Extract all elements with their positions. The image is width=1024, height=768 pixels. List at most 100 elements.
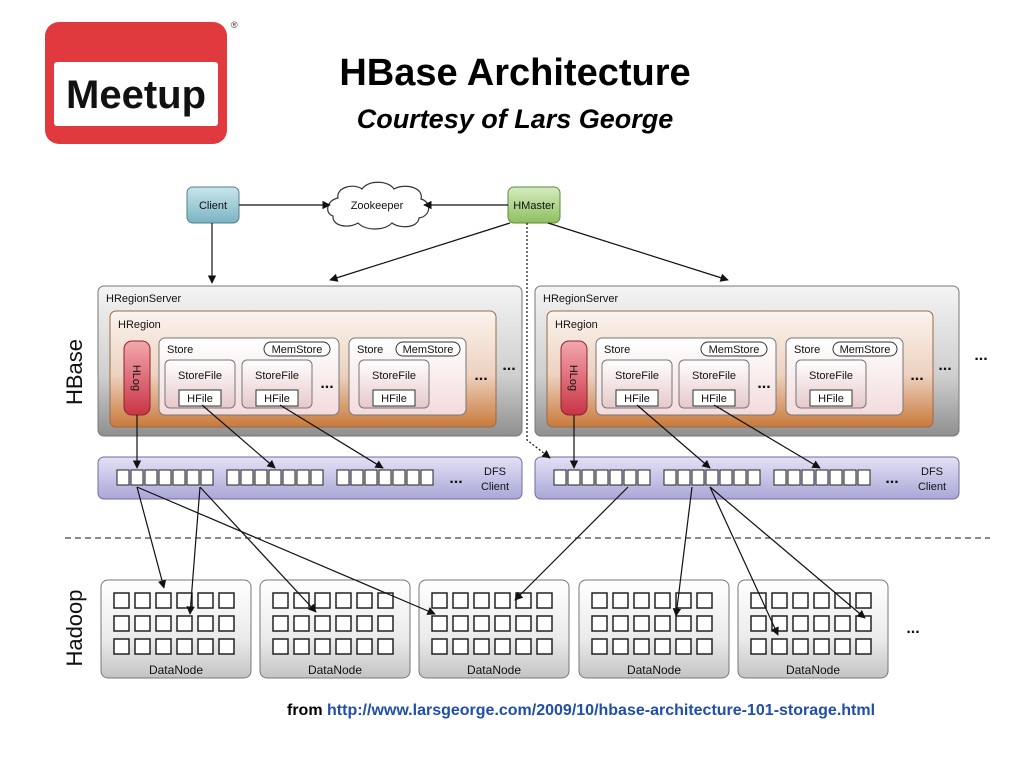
datanode-label: DataNode — [786, 663, 840, 677]
data-block — [314, 615, 331, 632]
dfs-block — [392, 469, 406, 486]
arrow-dfs-datanode — [709, 486, 866, 619]
hfile-label: HFile — [264, 393, 290, 405]
hmaster-label: HMaster — [513, 200, 555, 212]
store: Store MemStore StoreFile HFile StoreFile… — [595, 337, 777, 416]
dfs-block — [829, 469, 843, 486]
dfs-block — [254, 469, 268, 486]
hmaster-node[interactable]: HMaster — [507, 186, 561, 224]
hregion-label: HRegion — [555, 319, 598, 331]
datanode-label: DataNode — [308, 663, 362, 677]
data-block — [431, 592, 448, 609]
arrow-hfile-dfs — [279, 404, 384, 469]
data-block — [536, 615, 553, 632]
dfs-block — [130, 469, 144, 486]
data-block — [834, 615, 851, 632]
storefile-label: StoreFile — [615, 370, 659, 382]
data-block — [855, 592, 872, 609]
data-block — [696, 592, 713, 609]
storefile-label: StoreFile — [255, 370, 299, 382]
arrow-dfs-datanode — [709, 486, 779, 636]
store: Store MemStore StoreFile HFile — [348, 337, 467, 416]
dfs-block — [144, 469, 158, 486]
dfs-block — [186, 469, 200, 486]
storefile-label: StoreFile — [809, 370, 853, 382]
arrow-dfs-datanode — [186, 486, 201, 615]
arrow-dfs-datanode — [199, 486, 317, 613]
dfs-block — [801, 469, 815, 486]
data-block — [431, 615, 448, 632]
data-block — [633, 592, 650, 609]
dfs-block — [420, 469, 434, 486]
data-block — [452, 615, 469, 632]
dfs-block — [733, 469, 747, 486]
ellipsis-label: ... — [757, 375, 770, 392]
data-block — [654, 638, 671, 655]
datanode[interactable]: DataNode — [737, 579, 889, 679]
data-block — [591, 638, 608, 655]
data-block — [654, 592, 671, 609]
dotted-hmaster-dfs — [526, 223, 551, 459]
region-server-2: HRegionServer HRegion HLog Store MemStor… — [534, 285, 960, 437]
data-block — [134, 638, 151, 655]
data-block — [750, 592, 767, 609]
dfs-block — [350, 469, 364, 486]
dfs-client-label-line1: DFS — [484, 466, 506, 478]
arrow-hmaster-regionserver-1 — [329, 222, 511, 282]
data-block — [633, 638, 650, 655]
data-block — [494, 615, 511, 632]
data-block — [813, 638, 830, 655]
data-block — [813, 615, 830, 632]
ellipsis-label: ... — [320, 375, 333, 392]
credit-link[interactable]: http://www.larsgeorge.com/2009/10/hbase-… — [327, 702, 876, 719]
arrow-hmaster-regionserver-2 — [547, 222, 729, 282]
dfs-block — [172, 469, 186, 486]
dfs-block — [581, 469, 595, 486]
dfs-client-2: ... DFS Client — [534, 456, 960, 500]
connections — [132, 200, 866, 636]
dfs-block — [364, 469, 378, 486]
ellipsis-label: ... — [938, 357, 951, 374]
dfs-block — [637, 469, 651, 486]
region-server-label: HRegionServer — [106, 293, 182, 305]
dfs-block — [691, 469, 705, 486]
data-block — [218, 592, 235, 609]
datanode-label: DataNode — [149, 663, 203, 677]
hfile-label: HFile — [624, 393, 650, 405]
dfs-block — [200, 469, 214, 486]
storefile-label: StoreFile — [692, 370, 736, 382]
dfs-block — [158, 469, 172, 486]
data-block — [633, 615, 650, 632]
datanode[interactable]: DataNode — [100, 579, 252, 679]
data-block — [176, 592, 193, 609]
data-block — [293, 638, 310, 655]
dfs-block — [705, 469, 719, 486]
zookeeper-node[interactable]: Zookeeper — [327, 181, 430, 230]
data-block — [155, 615, 172, 632]
dfs-block — [719, 469, 733, 486]
dfs-block — [773, 469, 787, 486]
dfs-block — [310, 469, 324, 486]
store-label: Store — [167, 344, 193, 356]
data-block — [134, 592, 151, 609]
data-block — [536, 638, 553, 655]
client-node[interactable]: Client — [186, 186, 240, 224]
datanode[interactable]: DataNode — [259, 579, 411, 679]
dfs-block — [282, 469, 296, 486]
ellipsis-label: ... — [449, 470, 462, 487]
client-label: Client — [199, 200, 227, 212]
datanode[interactable]: DataNode — [418, 579, 570, 679]
data-block — [515, 592, 532, 609]
page-title: HBase Architecture — [339, 52, 691, 94]
memstore-label: MemStore — [272, 344, 323, 356]
datanode[interactable]: DataNode — [578, 579, 730, 679]
more-datanodes-ellipsis: ... — [906, 620, 919, 637]
ellipsis-label: ... — [502, 357, 515, 374]
datanode-label: DataNode — [627, 663, 681, 677]
data-block — [176, 615, 193, 632]
data-block — [750, 638, 767, 655]
meetup-logo: Meetup ® — [45, 20, 238, 144]
data-block — [612, 592, 629, 609]
memstore-label: MemStore — [709, 344, 760, 356]
hfile-label: HFile — [381, 393, 407, 405]
